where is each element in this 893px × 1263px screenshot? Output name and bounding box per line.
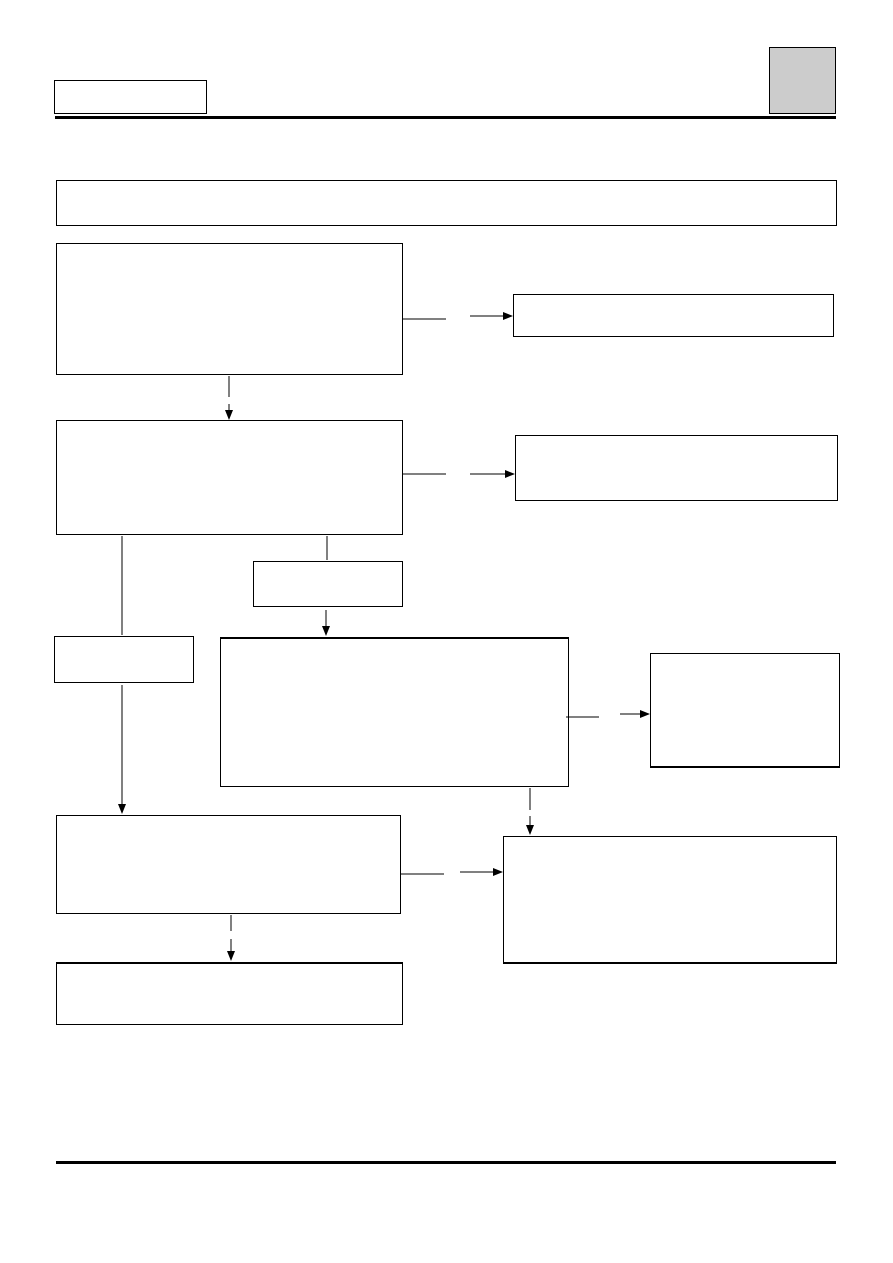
step-3-box [220, 637, 569, 787]
header-label-box [54, 80, 207, 114]
branch-label-right-box [253, 561, 403, 607]
result-3-box [650, 653, 840, 768]
result-4-box [503, 836, 837, 964]
result-1-box [513, 294, 834, 337]
section-tab-marker [769, 47, 836, 114]
flowchart-title-box [56, 180, 837, 226]
footer-rule [56, 1161, 836, 1164]
step-1-box [56, 243, 403, 375]
step-5-box [56, 962, 403, 1025]
result-2-box [515, 435, 838, 501]
header-rule [55, 116, 836, 119]
step-4-box [56, 815, 401, 914]
step-2-box [56, 420, 403, 535]
branch-label-left-box [54, 636, 194, 683]
